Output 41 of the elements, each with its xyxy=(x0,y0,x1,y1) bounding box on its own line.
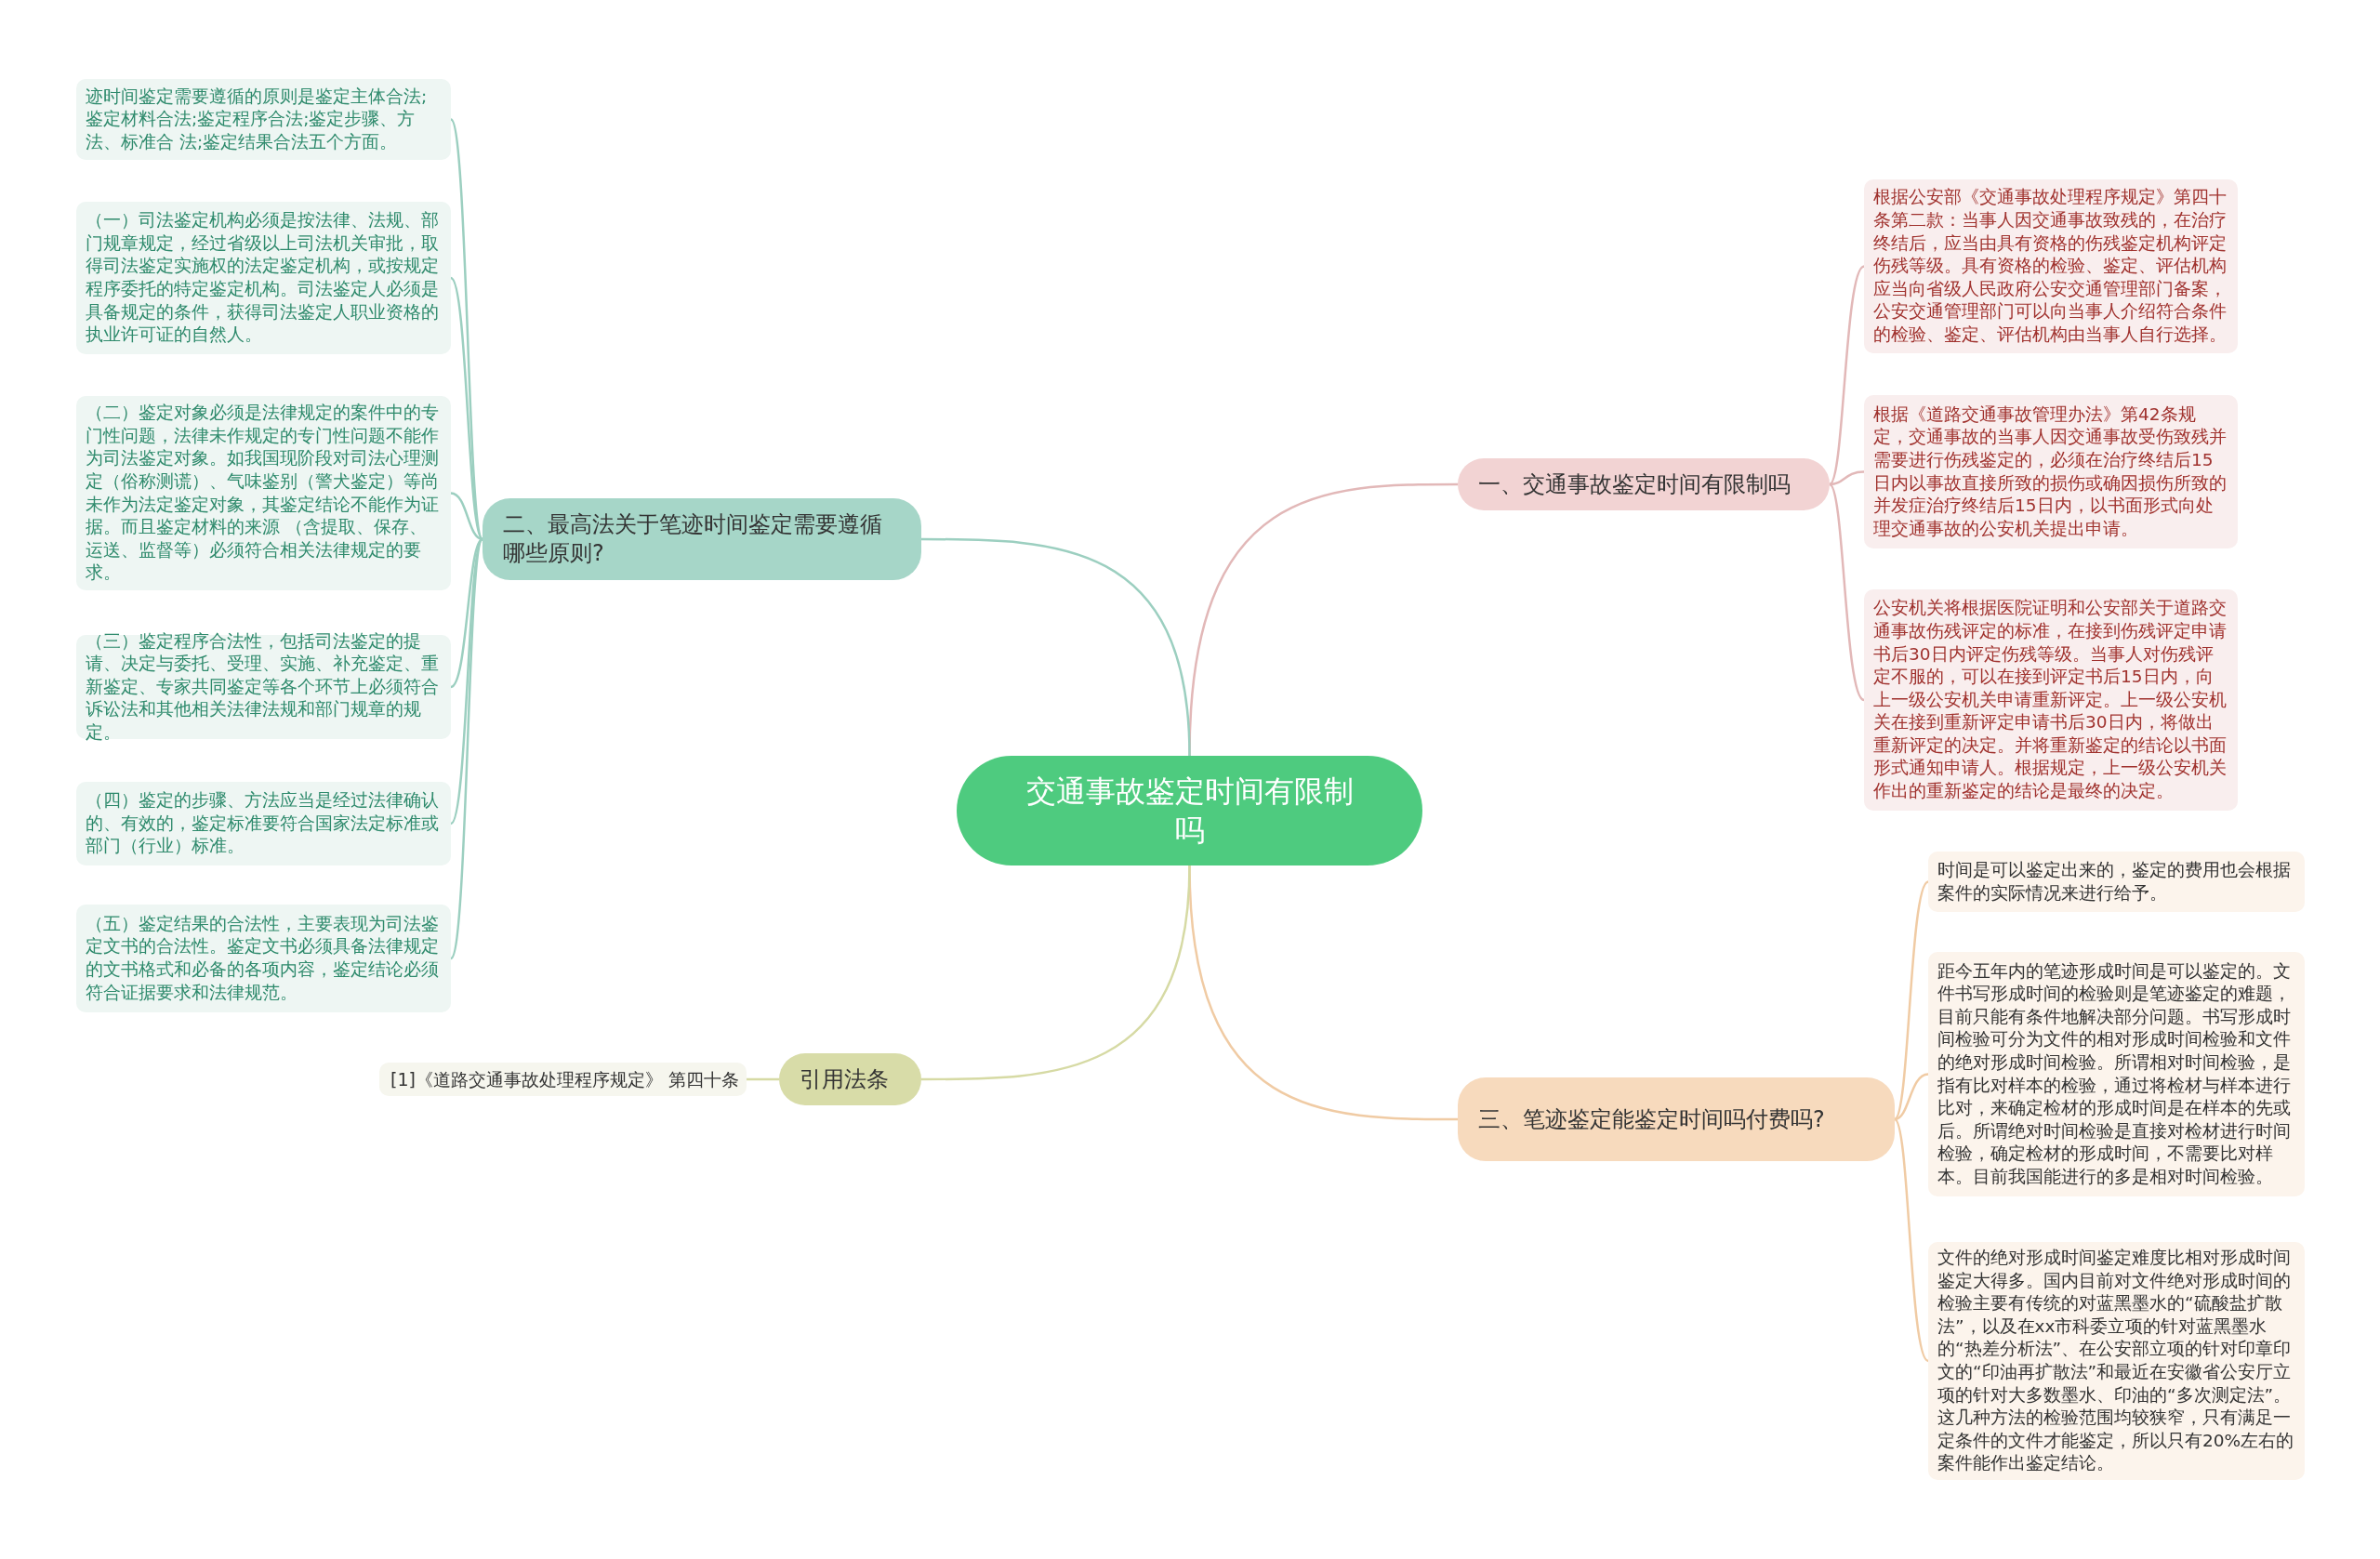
note-text: 文件的绝对形成时间鉴定难度比相对形成时间鉴定大得多。国内目前对文件绝对形成时间的检验主要有传统的对蓝黑墨水的“硫酸盐扩散法”，以及在xx市科委立项的针对蓝黑墨水的“热差分析法”、在公安部立项的针对印章印文的“印油再扩散法”和最近在安徽省公安厅立项的针对大多数墨水、印油的“多次测定法”。这几种方法的检验范围均较狭窄，只有满足一定条件的文件才能鉴定，所以只有20%左右的案件能作出鉴定结论。 xyxy=(1937,1247,2295,1475)
connector-line xyxy=(1829,265,1865,485)
connector-line xyxy=(449,538,484,959)
note-text: （一）司法鉴定机构必须是按法律、法规、部门规章规定，经过省级以上司法机关审批，取得司法鉴定实施权的法定鉴定机构，或按规定程序委托的特定鉴定机构。司法鉴定人必须是具备规定的条件，获得司法鉴定人职业资格的执业许可证的自然人。 xyxy=(86,209,440,347)
connector-line xyxy=(1894,1118,1929,1362)
topic-box xyxy=(1458,1077,1895,1161)
note-text: （五）鉴定结果的合法性，主要表现为司法鉴定文书的合法性。鉴定文书必须具备法律规定的文书格式和必备的各项内容，鉴定结论必须符合证据要求和法律规范。 xyxy=(86,912,440,1004)
topic-text: 二、最高法关于笔迹时间鉴定需要遵循哪些原则? xyxy=(503,510,883,568)
connector-line xyxy=(450,538,483,688)
note-text: 根据《道路交通事故管理办法》第42条规定，交通事故的当事人因交通事故受伤致残并需要进行伤残鉴定的，必须在治疗终结后15日内以事故直接所致的损伤或确因损伤所致的并发症治疗终结后15日内，以书面形式向处理交通事故的公安机关提出申请。 xyxy=(1873,403,2228,540)
topic-box xyxy=(1458,458,1830,510)
connector-line xyxy=(450,277,484,540)
connector-line xyxy=(921,865,1191,1081)
note-box xyxy=(379,1063,747,1096)
note-text: （二）鉴定对象必须是法律规定的案件中的专门性问题，法律未作规定的专门性问题不能作为司法鉴定对象。如我国现阶段对司法心理测定（俗称测谎）、气味鉴别（警犬鉴定）等尚未作为法定鉴定对象，其鉴定结论不能作为证据。而且鉴定材料的来源 （含提取、保存、运送、监督等）必须符合相关法律规定的要求。 xyxy=(86,402,440,585)
note-text: （三）鉴定程序合法性，包括司法鉴定的提请、决定与委托、受理、实施、补充鉴定、重新鉴定、专家共同鉴定等各个环节上必须符合诉讼法和其他相关法律法规和部门规章的规定。 xyxy=(86,629,440,744)
topic-text: 一、交通事故鉴定时间有限制吗 xyxy=(1478,469,1791,499)
note-box xyxy=(76,782,451,865)
connector-line xyxy=(747,1077,779,1081)
connector-line xyxy=(1894,880,1929,1120)
connector-line xyxy=(1894,1073,1929,1121)
note-box xyxy=(76,905,451,1012)
note-text: [1]《道路交通事故处理程序规定》 第四十条 xyxy=(390,1067,739,1091)
connector-line xyxy=(1829,483,1865,701)
topic-text: 三、笔迹鉴定能鉴定时间吗付费吗? xyxy=(1478,1104,1825,1134)
topic-box xyxy=(483,498,921,580)
note-text: 距今五年内的笔迹形成时间是可以鉴定的。文件书写形成时间的检验则是笔迹鉴定的难题，目前只能有条件地解决部分问题。书写形成时间检验可分为文件的相对形成时间检验和文件的绝对形成时间检验。所谓相对时间检验，是指有比对样本的检验，通过将检材与样本进行比对，来确定检材的形成时间是在样本的先或后。所谓绝对时间检验是直接对检材进行时间检验，确定检材的形成时间，不需要比对样本。目前我国能进行的多是相对时间检验。 xyxy=(1937,959,2292,1188)
note-text: 公安机关将根据医院证明和公安部关于道路交通事故伤残评定的标准，在接到伤残评定申请书后30日内评定伤残等级。当事人对伤残评定不服的，可以在接到评定书后15日内，向上一级公安机关申请重新评定。上一级公安机关在接到重新评定申请书后30日内，将做出重新评定的决定。并将重新鉴定的结论以书面形式通知申请人。根据规定，上一级公安机关作出的重新鉴定的结论是最终的决定。 xyxy=(1873,597,2228,803)
note-text: 根据公安部《交通事故处理程序规定》第四十条第二款：当事人因交通事故致残的，在治疗终结后，应当由具有资格的伤残鉴定机构评定伤残等级。具有资格的检验、鉴定、评估机构应当向省级人民政府公安交通管理部门备案，公安交通管理部门可以向当事人介绍符合条件的检验、鉴定、评估机构由当事人自行选择。 xyxy=(1873,186,2228,346)
connector-line xyxy=(1829,470,1865,486)
connector-line xyxy=(450,492,483,541)
note-text: 迹时间鉴定需要遵循的原则是鉴定主体合法;鉴定材料合法;鉴定程序合法;鉴定步骤、方法、标准合 法;鉴定结果合法五个方面。 xyxy=(86,85,429,153)
connector-line xyxy=(921,537,1191,757)
note-box xyxy=(1928,852,2305,912)
topic-text: 引用法条 xyxy=(800,1064,889,1094)
central-topic-text: 交通事故鉴定时间有限制吗 xyxy=(1025,773,1355,850)
connector-line xyxy=(449,538,484,825)
topic-box xyxy=(779,1053,921,1105)
note-text: （四）鉴定的步骤、方法应当是经过法律确认的、有效的，鉴定标准要符合国家法定标准或部门（行业）标准。 xyxy=(86,789,440,858)
note-box xyxy=(76,79,451,160)
note-text: 时间是可以鉴定出来的，鉴定的费用也会根据案件的实际情况来进行给予。 xyxy=(1937,858,2292,905)
